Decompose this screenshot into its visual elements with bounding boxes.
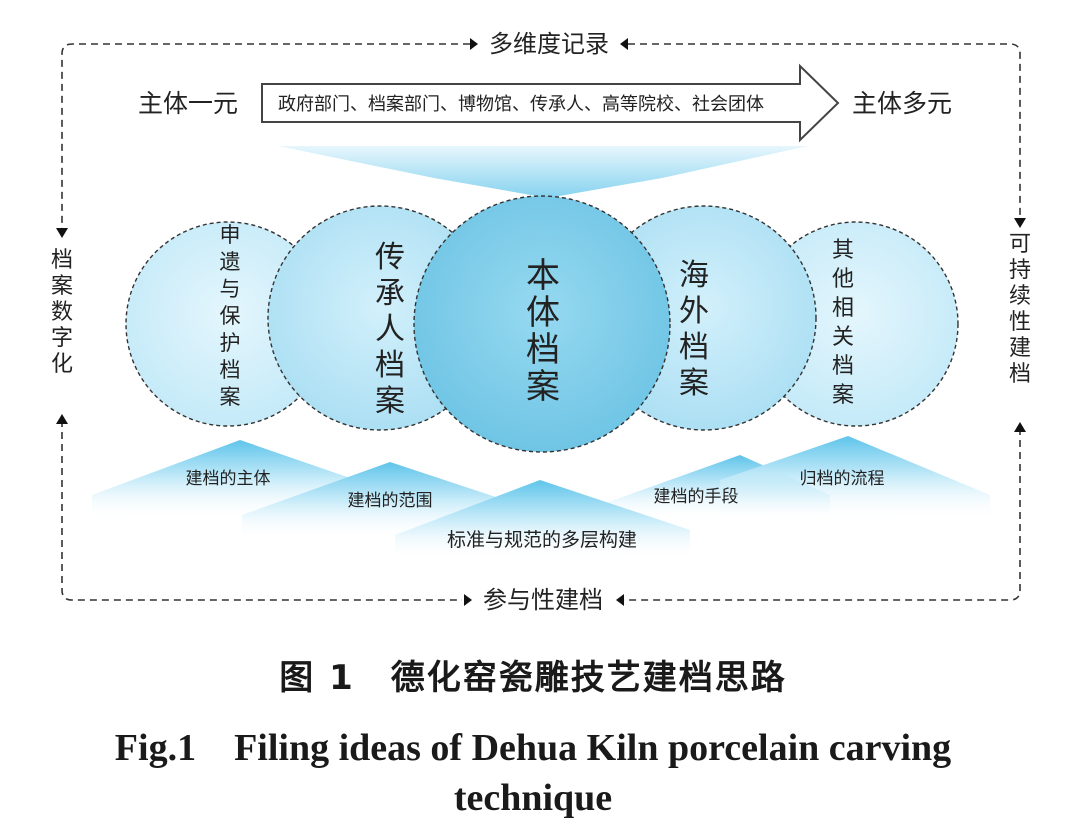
subjects-banner-arrow — [261, 63, 840, 143]
funnel-down-arrow — [278, 146, 808, 198]
circle-label-heritage-protection: 申遗与保护档案 — [219, 223, 241, 409]
filing-ideas-diagram: 多维度记录 参与性建档 政府部门、档案部门、博物馆、传承人、高等院校、社会团体 … — [56, 30, 1026, 614]
base-arrow-label-subject: 建档的主体 — [186, 469, 271, 489]
subject-single-label: 主体一元 — [138, 89, 238, 118]
base-arrow-label-process: 归档的流程 — [800, 469, 885, 489]
left-vertical-label: 档案数字化 — [50, 248, 73, 377]
circle-ontology-archives — [413, 195, 671, 453]
circle-label-overseas: 海外档案 — [679, 258, 709, 401]
base-arrow-label-standards: 标准与规范的多层构建 — [447, 529, 637, 551]
bottom-label: 参与性建档 — [483, 586, 603, 614]
circle-label-other: 其他相关档案 — [831, 238, 854, 408]
base-arrow-label-scope: 建档的范围 — [348, 491, 433, 511]
circle-label-inheritor: 传承人档案 — [375, 240, 405, 419]
circle-label-ontology: 本体档案 — [526, 256, 560, 407]
frame-arrowheads — [56, 38, 1026, 606]
top-label: 多维度记录 — [489, 30, 609, 58]
subject-multi-label: 主体多元 — [852, 89, 952, 118]
figure-caption-cn: 图 1 德化窑瓷雕技艺建档思路 — [279, 658, 787, 698]
outer-dashed-frame — [61, 43, 1021, 601]
base-arrow-standards-shape — [395, 480, 690, 560]
figure-caption-en-line1: Fig.1 Filing ideas of Dehua Kiln porcela… — [114, 727, 952, 769]
subjects-banner-text: 政府部门、档案部门、博物馆、传承人、高等院校、社会团体 — [278, 94, 764, 115]
right-vertical-label: 可持续性建档 — [1008, 232, 1031, 387]
figure-caption-en-line2: technique — [453, 777, 613, 819]
base-arrow-label-means: 建档的手段 — [654, 487, 739, 507]
